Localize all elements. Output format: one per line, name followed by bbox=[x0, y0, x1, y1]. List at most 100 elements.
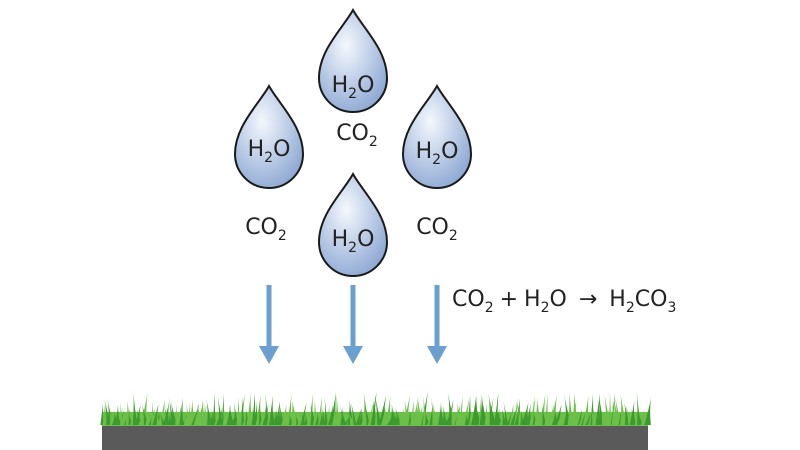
svg-text:H2O: H2O bbox=[416, 139, 459, 168]
grass-blade bbox=[212, 391, 216, 425]
grass-blade bbox=[270, 403, 276, 425]
drop-suffix: O bbox=[441, 139, 458, 164]
grass-blade bbox=[168, 396, 175, 425]
grass-blade bbox=[222, 403, 228, 425]
drop-label: H bbox=[332, 227, 349, 252]
drop-sub: 2 bbox=[264, 150, 273, 166]
grass-blade bbox=[265, 393, 269, 425]
grass-blade bbox=[468, 411, 475, 425]
grass-blade bbox=[374, 405, 380, 425]
grass-blade bbox=[541, 403, 547, 425]
grass-blade bbox=[604, 391, 611, 425]
grass-blade bbox=[107, 398, 114, 425]
co2-label: CO2 bbox=[416, 215, 458, 244]
grass-blade bbox=[543, 406, 551, 425]
grass-blade bbox=[304, 412, 309, 425]
grass-blade bbox=[170, 400, 177, 425]
grass-blade bbox=[310, 403, 317, 425]
grass-blade bbox=[300, 402, 307, 425]
drop-sub: 2 bbox=[432, 152, 441, 168]
grass-blade bbox=[535, 404, 542, 425]
grass-blade bbox=[374, 392, 382, 425]
grass-blade bbox=[158, 410, 166, 425]
grass-blade bbox=[503, 400, 509, 425]
grass-blade bbox=[317, 396, 322, 425]
grass-blade bbox=[563, 393, 572, 425]
grass-blade bbox=[482, 400, 488, 425]
grass-blade bbox=[442, 405, 448, 425]
grass-blade bbox=[120, 401, 124, 425]
grass-blade bbox=[206, 399, 213, 425]
ground-strip bbox=[102, 424, 648, 450]
grass-blade bbox=[114, 404, 121, 425]
grass-blade bbox=[233, 402, 239, 425]
grass-blade bbox=[363, 398, 370, 425]
grass-blade bbox=[615, 397, 622, 425]
grass-blade bbox=[292, 400, 299, 425]
grass-blade bbox=[179, 397, 184, 425]
svg-text:H2O: H2O bbox=[332, 73, 375, 102]
grass-blade bbox=[347, 411, 356, 425]
grass-blade bbox=[104, 399, 111, 425]
grass-blade bbox=[561, 413, 566, 425]
grass-blade bbox=[397, 413, 403, 425]
grass-blade bbox=[355, 407, 363, 425]
grass-blade bbox=[395, 406, 402, 425]
drop-label: H bbox=[332, 73, 349, 98]
grass-blade bbox=[559, 410, 567, 425]
grass-blade bbox=[217, 395, 223, 425]
grass-blade bbox=[295, 414, 300, 425]
grass-blade bbox=[155, 414, 162, 425]
grass-blade bbox=[347, 399, 354, 425]
grass-blade bbox=[362, 392, 370, 425]
grass-blade bbox=[620, 393, 627, 425]
grass-blade bbox=[278, 400, 285, 425]
grass-blade bbox=[401, 407, 406, 425]
grass-blade bbox=[408, 409, 412, 425]
grass-blade bbox=[371, 398, 378, 425]
grass-blade bbox=[196, 404, 205, 425]
grass-blade bbox=[141, 401, 149, 425]
grass-blade bbox=[241, 395, 245, 425]
drop-sub: 2 bbox=[348, 86, 357, 102]
grass-blade bbox=[238, 393, 246, 425]
grass-blade bbox=[281, 410, 290, 425]
down-arrow-icon bbox=[259, 285, 279, 364]
water-drop: H2O bbox=[317, 7, 389, 113]
grass-blade bbox=[258, 400, 263, 425]
grass-blade bbox=[163, 403, 171, 425]
drop-label: H bbox=[416, 139, 433, 164]
grass-blade bbox=[359, 408, 364, 425]
grass-blade bbox=[430, 397, 436, 425]
drop-label: H bbox=[248, 137, 265, 162]
grass-blade bbox=[582, 395, 590, 425]
grass-blade bbox=[145, 409, 151, 425]
svg-text:H2O: H2O bbox=[248, 137, 291, 166]
svg-text:H2O: H2O bbox=[332, 227, 375, 256]
grass-blade bbox=[495, 408, 504, 425]
grass-blade bbox=[502, 409, 507, 425]
grass-blade bbox=[422, 396, 429, 425]
grass-blade bbox=[424, 412, 431, 425]
grass-blade bbox=[300, 413, 307, 425]
grass-blade bbox=[572, 394, 579, 425]
grass-blade bbox=[450, 404, 457, 425]
grass-strip bbox=[100, 391, 651, 426]
reaction-equation: CO2+H2O→H2CO3 bbox=[452, 287, 676, 316]
grass-blade bbox=[150, 400, 155, 425]
grass-blade bbox=[488, 396, 496, 425]
grass-blade bbox=[436, 412, 441, 425]
grass-blade bbox=[132, 392, 138, 425]
grass-blade bbox=[393, 411, 399, 425]
grass-blade bbox=[246, 392, 253, 425]
grass-blade bbox=[431, 398, 439, 425]
grass-blade bbox=[526, 403, 532, 425]
grass-blade bbox=[335, 394, 340, 425]
grass-blade bbox=[484, 403, 490, 425]
grass-blade bbox=[517, 402, 522, 425]
grass-blade bbox=[404, 399, 411, 425]
co2-label: CO2 bbox=[336, 121, 378, 150]
grass-blade bbox=[127, 411, 133, 425]
grass-blade bbox=[611, 402, 618, 425]
grass-blade bbox=[494, 392, 499, 425]
